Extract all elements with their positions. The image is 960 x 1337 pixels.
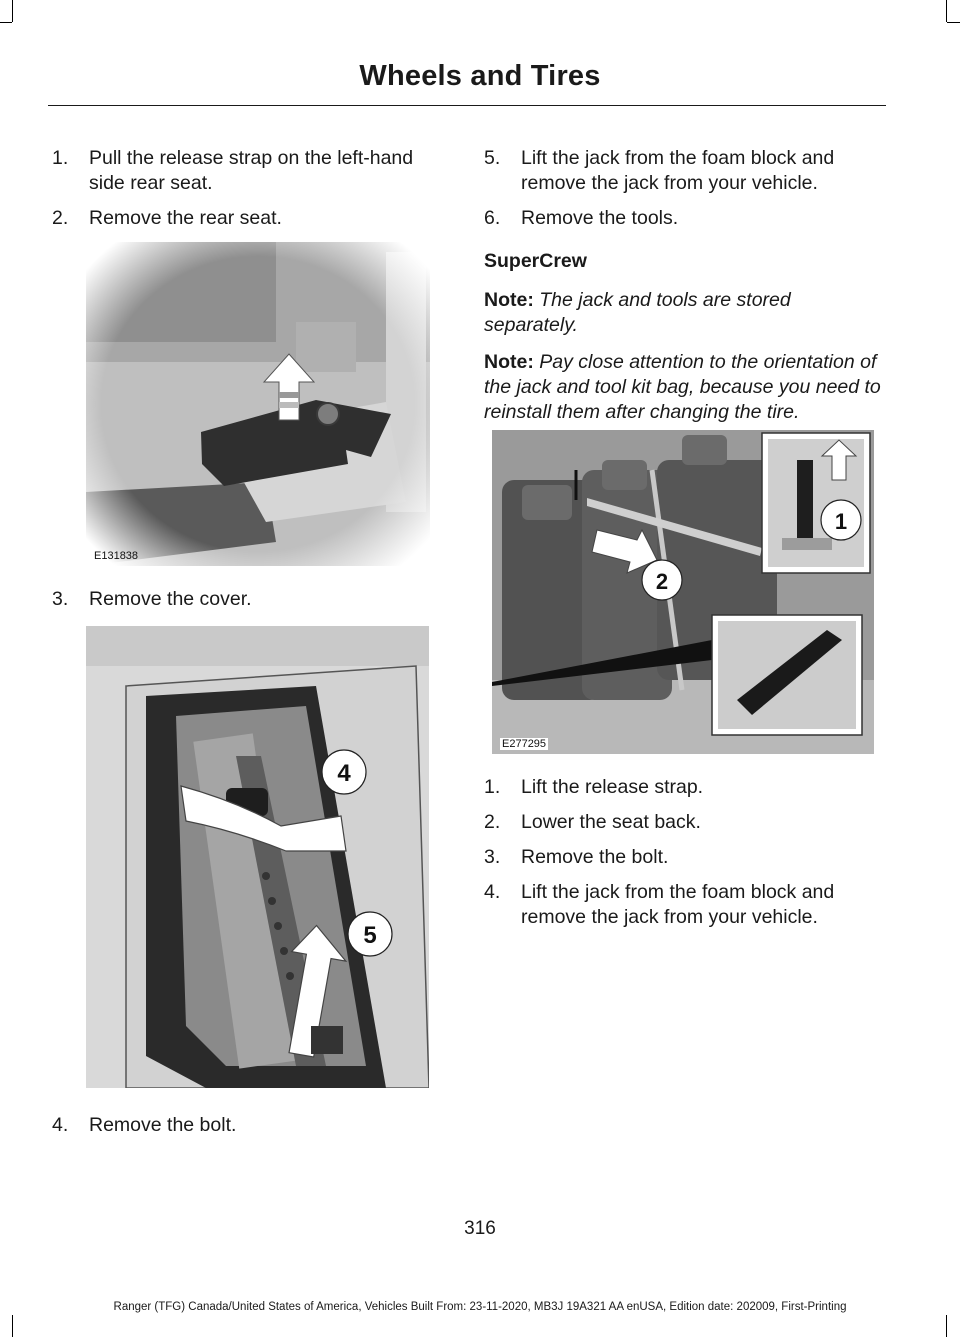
list-item: 1. Pull the release strap on the left-ha… — [52, 146, 452, 196]
step-text: Lower the seat back. — [521, 811, 701, 833]
figure-supercrew-seat: 1 2 E277295 — [492, 430, 874, 754]
list-item: 1. Lift the release strap. — [484, 775, 882, 800]
callout-2: 2 — [656, 569, 668, 594]
note-text: Pay close attention to the orientation o… — [484, 351, 881, 423]
figure-code: E277295 — [500, 738, 549, 750]
note-label: Note: — [484, 351, 534, 373]
supercrew-seat-illustration: 1 2 — [492, 430, 874, 754]
note: Note: The jack and tools are stored sepa… — [484, 288, 882, 338]
crop-mark — [946, 1315, 947, 1337]
step-number: 6. — [484, 207, 501, 229]
step-text: Lift the jack from the foam block and re… — [521, 147, 835, 194]
step-number: 2. — [52, 207, 69, 229]
footer-text: Ranger (TFG) Canada/United States of Ame… — [113, 1301, 847, 1313]
callout-4: 4 — [337, 760, 351, 787]
figure-code: E131838 — [94, 550, 139, 562]
list-item: 5. Lift the jack from the foam block and… — [484, 146, 882, 196]
step-number: 2. — [484, 811, 501, 833]
list-item: 6. Remove the tools. — [484, 206, 882, 231]
callout-5: 5 — [363, 922, 376, 949]
note: Note: Pay close attention to the orienta… — [484, 350, 882, 425]
step-text: Remove the bolt. — [89, 1114, 237, 1136]
page-number: 316 — [464, 1218, 496, 1239]
right-column-text: 5. Lift the jack from the foam block and… — [484, 146, 882, 437]
section-heading: SuperCrew — [484, 250, 587, 272]
callout-1: 1 — [835, 509, 847, 534]
step-text: Remove the bolt. — [521, 846, 669, 868]
left-step-3: 3. Remove the cover. — [52, 587, 452, 622]
step-text: Remove the cover. — [89, 588, 252, 610]
step-text: Remove the tools. — [521, 207, 679, 229]
left-steps-top: 1. Pull the release strap on the left-ha… — [52, 146, 452, 241]
right-steps-bottom: 1. Lift the release strap. 2. Lower the … — [484, 775, 882, 940]
crop-mark — [12, 0, 13, 22]
list-item: 3. Remove the bolt. — [484, 845, 882, 870]
step-number: 1. — [52, 147, 69, 169]
jack-compartment-illustration: 4 5 — [86, 626, 429, 1088]
figure-rear-seat-cover: E131838 — [86, 242, 430, 566]
step-number: 3. — [52, 588, 69, 610]
step-number: 4. — [52, 1114, 69, 1136]
list-item: 2. Lower the seat back. — [484, 810, 882, 835]
page-title: Wheels and Tires — [359, 60, 601, 92]
list-item: 3. Remove the cover. — [52, 587, 452, 612]
crop-mark — [12, 1315, 13, 1337]
figure-jack-compartment: 4 5 — [86, 626, 429, 1088]
crop-mark — [947, 22, 960, 23]
crop-mark — [0, 22, 12, 23]
list-item: 4. Lift the jack from the foam block and… — [484, 880, 882, 930]
step-number: 5. — [484, 147, 501, 169]
note-label: Note: — [484, 289, 534, 311]
list-item: 2. Remove the rear seat. — [52, 206, 452, 231]
crop-mark — [946, 0, 947, 22]
list-item: 4. Remove the bolt. — [52, 1113, 452, 1138]
step-text: Remove the rear seat. — [89, 207, 282, 229]
note-text: The jack and tools are stored separately… — [484, 289, 791, 336]
rear-seat-illustration — [86, 242, 430, 566]
header-rule — [48, 105, 886, 106]
step-text: Pull the release strap on the left-hand … — [89, 147, 414, 194]
step-number: 4. — [484, 881, 501, 903]
step-number: 3. — [484, 846, 501, 868]
step-text: Lift the jack from the foam block and re… — [521, 881, 835, 928]
step-number: 1. — [484, 776, 501, 798]
left-step-4: 4. Remove the bolt. — [52, 1113, 452, 1148]
step-text: Lift the release strap. — [521, 776, 704, 798]
